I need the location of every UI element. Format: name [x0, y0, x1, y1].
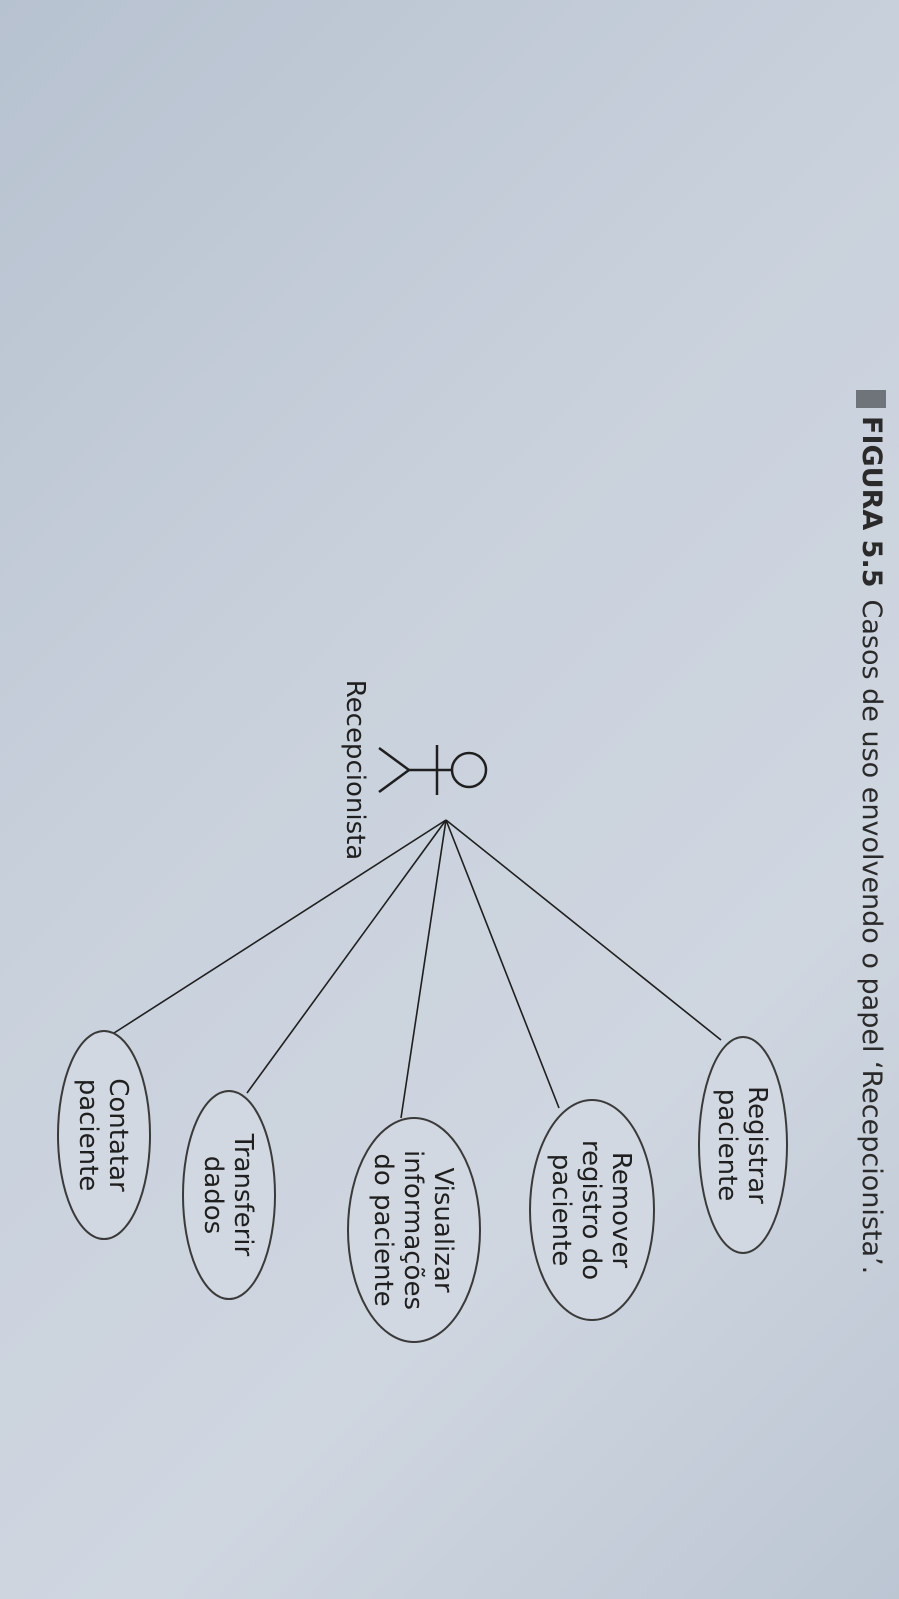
- use-case-label: Registrar: [742, 1086, 772, 1204]
- use-case-label: do paciente: [368, 1153, 398, 1306]
- association-lines: [113, 819, 722, 1119]
- association-line: [113, 819, 447, 1034]
- use-case-ellipse: [182, 1090, 276, 1300]
- association-line: [445, 819, 560, 1109]
- use-case-label: informações: [398, 1150, 428, 1310]
- use-case-label: dados: [198, 1156, 228, 1234]
- actor-right-leg: [378, 768, 410, 794]
- use-case-label: Transferir: [228, 1133, 258, 1257]
- use-case-label: paciente: [546, 1154, 576, 1267]
- use-case-ellipse: [347, 1117, 481, 1343]
- use-case-ellipse: [529, 1099, 655, 1321]
- actor-recepcionista: Recepcionista: [340, 680, 488, 861]
- use-case-label: Contatar: [103, 1078, 133, 1192]
- actor-head: [450, 751, 488, 789]
- use-case-label: registro do: [576, 1140, 606, 1280]
- actor-name: Recepcionista: [340, 680, 370, 861]
- association-line: [246, 819, 447, 1094]
- use-case-label: paciente: [73, 1079, 103, 1192]
- use-case-label: paciente: [712, 1089, 742, 1202]
- use-case-ellipse: [698, 1036, 788, 1254]
- use-case-label: Remover: [606, 1152, 636, 1269]
- use-case-ellipse: [57, 1030, 151, 1240]
- actor-left-leg: [378, 746, 410, 772]
- association-line: [400, 819, 447, 1119]
- use-case-label: Visualizar: [428, 1167, 458, 1292]
- association-line: [445, 819, 722, 1041]
